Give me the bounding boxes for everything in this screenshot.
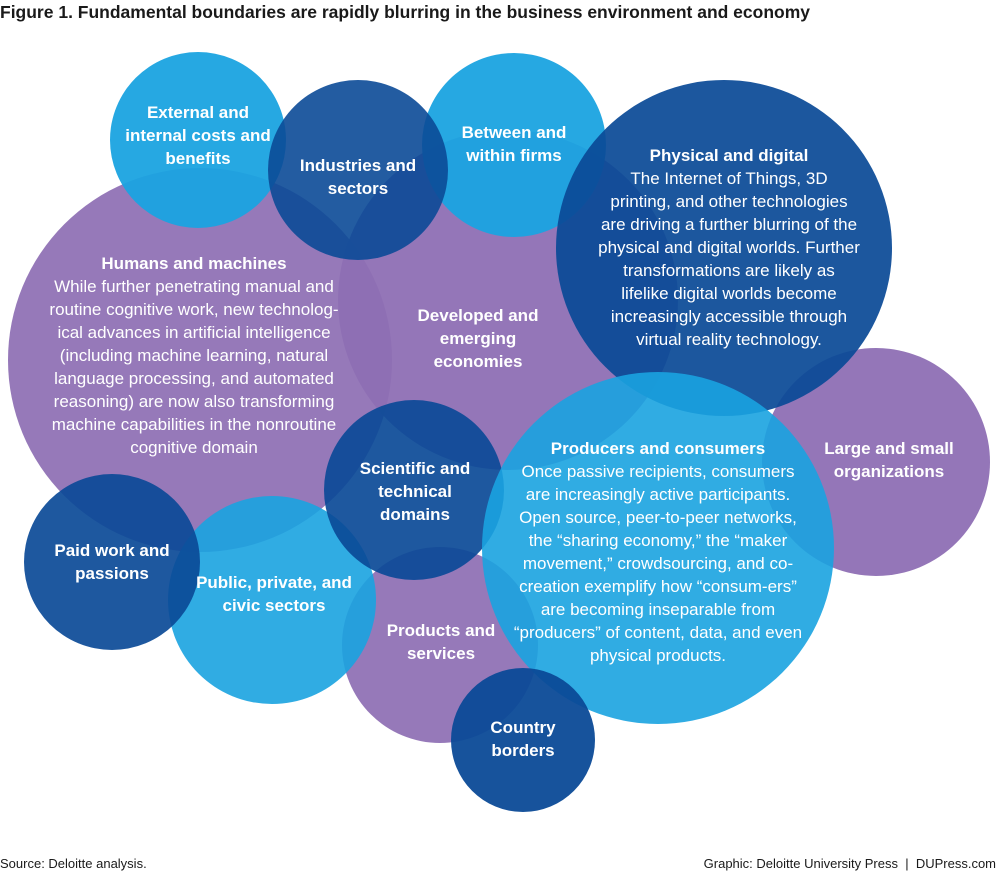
- source-note: Source: Deloitte analysis.: [0, 856, 147, 871]
- label-scientific: Scientific and technical domains: [350, 457, 480, 526]
- label-developed-head: Developed and emerging economies: [417, 306, 539, 371]
- label-costs-head: External and internal costs and benefits: [125, 103, 271, 168]
- label-humans: Humans and machines While further penetr…: [42, 252, 346, 459]
- label-country-head: Country borders: [490, 718, 556, 760]
- label-industries-head: Industries and sectors: [299, 156, 417, 198]
- label-public: Public, private, and civic sectors: [196, 571, 352, 617]
- label-developed: Developed and emerging economies: [408, 304, 548, 373]
- label-industries: Industries and sectors: [298, 154, 418, 200]
- bubble-scientific: [324, 400, 504, 580]
- label-physical-head: Physical and digital: [649, 146, 809, 165]
- bubble-humans: [8, 168, 392, 552]
- label-large: Large and small organizations: [806, 437, 972, 483]
- label-products-head: Products and services: [386, 621, 496, 663]
- label-country: Country borders: [466, 716, 580, 762]
- figure-title: Figure 1. Fundamental boundaries are rap…: [0, 2, 811, 22]
- label-costs: External and internal costs and benefits: [118, 101, 278, 170]
- label-physical-body: The Internet of Things, 3D printing, and…: [598, 169, 860, 349]
- label-firms-head: Between and within firms: [461, 123, 567, 165]
- bubble-paid: [24, 474, 200, 650]
- label-producers-body: Once passive recipients, consumers are i…: [513, 462, 803, 665]
- label-humans-body: While further penetrating manual and rou…: [49, 277, 339, 457]
- bubble-industries: [268, 80, 448, 260]
- bubble-physical: [556, 80, 892, 416]
- label-large-head: Large and small organizations: [824, 439, 954, 481]
- label-scientific-head: Scientific and technical domains: [359, 459, 471, 524]
- label-paid-head: Paid work and passions: [54, 541, 170, 583]
- bubble-country: [451, 668, 595, 812]
- label-paid: Paid work and passions: [48, 539, 176, 585]
- bubble-costs: [110, 52, 286, 228]
- bubble-producers: [482, 372, 834, 724]
- label-humans-head: Humans and machines: [101, 254, 287, 273]
- label-public-head: Public, private, and civic sectors: [196, 573, 352, 615]
- bubble-public: [168, 496, 376, 704]
- label-physical: Physical and digital The Internet of Thi…: [598, 144, 860, 351]
- graphic-credit: Graphic: Deloitte University Press | DUP…: [703, 856, 996, 871]
- label-producers-head: Producers and consumers: [550, 439, 766, 458]
- bubble-firms: [422, 53, 606, 237]
- label-producers: Producers and consumers Once passive rec…: [508, 437, 808, 667]
- label-firms: Between and within firms: [448, 121, 580, 167]
- label-products: Products and services: [380, 619, 502, 665]
